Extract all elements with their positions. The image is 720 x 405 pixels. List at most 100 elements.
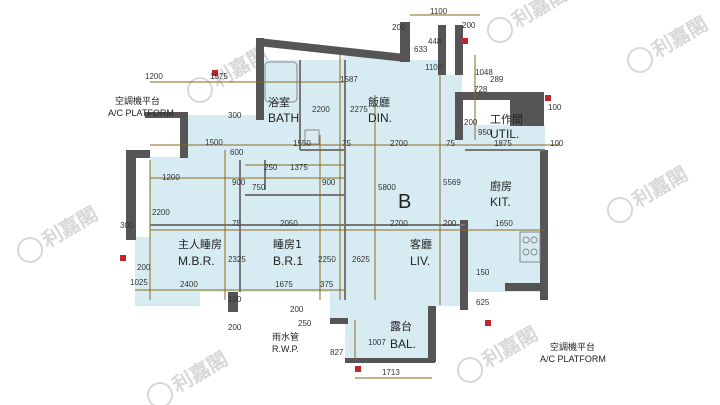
dim-label: 300 [228,111,242,120]
wall-bottom-mid [330,318,348,324]
wall-left [126,150,150,158]
room-bath-en: BATH [268,111,299,125]
dim-label: 625 [476,298,490,307]
dim-label: 2050 [280,219,298,228]
dim-label: 300 [120,221,134,230]
dim-label: 1375 [290,163,308,172]
partitions [150,60,545,300]
room-util-en: UTIL. [490,127,519,141]
dim-label: 2625 [352,255,370,264]
kitchen-fixtures [264,61,541,263]
dimension-lines [135,14,560,379]
rwp-en: R.W.P. [272,344,299,354]
dim-label: 750 [252,183,266,192]
dim-label: 100 [548,103,562,112]
watermark-text: 利嘉閣 [168,347,232,398]
room-util-zh: 工作間 [490,113,523,126]
wall-right-lower [460,220,468,310]
dim-label: 1575 [210,72,228,81]
dim-label: 200 [228,323,242,332]
dim-label: 1200 [145,72,163,81]
wall-bottom-right [505,283,548,291]
dim-label: 1587 [340,75,358,84]
watermark-logo: 利嘉閣 [457,322,542,383]
dim-label: 900 [322,178,336,187]
wall-top-right-a [400,22,410,62]
dim-label: 728 [474,85,488,94]
watermark-text: 利嘉閣 [38,202,102,253]
room-liv-zh: 客廳 [410,237,432,251]
dim-label: 1713 [382,368,400,377]
wall-left-step [180,112,188,158]
watermark-logo: 利嘉閣 [17,202,102,263]
room-br1-zh: 睡房1 [273,238,302,251]
sink [304,129,320,145]
dim-label: 1100 [425,63,443,72]
room-mbr-en: M.B.R. [178,254,215,268]
walls [126,22,548,363]
room-mbr-zh: 主人睡房 [178,238,222,251]
dim-label: 250 [298,319,312,328]
dim-label: 2700 [390,139,408,148]
dim-label: 2325 [228,255,246,264]
watermark-text: 利嘉閣 [628,162,692,213]
dim-label: 600 [230,148,244,157]
dim-label: 1025 [130,278,148,287]
wall-bath-left [256,38,264,120]
dim-label: 200 [464,118,478,127]
dim-label: 5800 [378,183,396,192]
room-br1-en: B.R.1 [273,254,303,268]
rwp-zh: 雨水管 [272,331,299,343]
dim-label: 200 [290,305,304,314]
dim-label: 950 [478,128,492,137]
wall-left-side [126,150,136,240]
dim-label: 200 [443,219,457,228]
ac-platform-right-en: A/C PLATFORM [540,354,606,364]
wall-left-upper [145,112,188,118]
reference-marks [120,38,551,372]
dim-label: 200 [462,21,476,30]
dim-label: 5569 [443,178,461,187]
dim-label: 448 [428,37,442,46]
wall-top-left [258,38,405,62]
room-labels: 浴室 BATH 飯廳 DIN. 工作間 UTIL. 廚房 KIT. 主人睡房 M… [178,95,523,351]
dim-label: 633 [414,45,428,54]
watermark-logo: 利嘉閣 [627,12,712,73]
watermark-logo: 利嘉閣 [607,162,692,223]
dim-label: 2400 [180,280,198,289]
dim-label: 1200 [162,173,180,182]
dim-label: 375 [320,280,334,289]
dim-label: 1675 [275,280,293,289]
room-din-en: DIN. [368,111,392,125]
wall-balcony-bottom [345,358,435,363]
watermark-text: 利嘉閣 [508,0,572,32]
dim-label: 1007 [368,338,386,347]
room-din-zh: 飯廳 [368,95,390,109]
dim-label: 150 [476,268,490,277]
notes: 空調機平台 A/C PLATFORM 空調機平台 A/C PLATFORM 雨水… [108,95,606,364]
wall-balcony-right [428,306,436,362]
room-liv-en: LIV. [410,254,430,268]
dim-label: 250 [264,163,278,172]
wall-right-upper [455,92,463,140]
dim-label: 100 [550,139,564,148]
ac-platform-right-zh: 空調機平台 [550,341,595,353]
wall-bottom-left [228,292,238,312]
wall-top-right-d [455,92,515,100]
dim-label: 2250 [318,255,336,264]
room-kit-zh: 廚房 [490,179,512,193]
ac-platform-left-zh: 空調機平台 [115,95,160,107]
dim-label: 1500 [205,138,223,147]
dim-label: 2200 [312,105,330,114]
watermark-logo: 利嘉閣 [487,0,572,43]
dim-label: 2200 [152,208,170,217]
bathtub [264,61,298,103]
dim-label: 75 [342,139,351,148]
room-kit-en: KIT. [490,195,511,209]
dim-label: 1875 [494,139,512,148]
dim-label: 200 [392,23,406,32]
dim-label: 827 [330,348,344,357]
dim-label: 75 [232,219,241,228]
watermark-logo: 利嘉閣 [147,347,232,405]
